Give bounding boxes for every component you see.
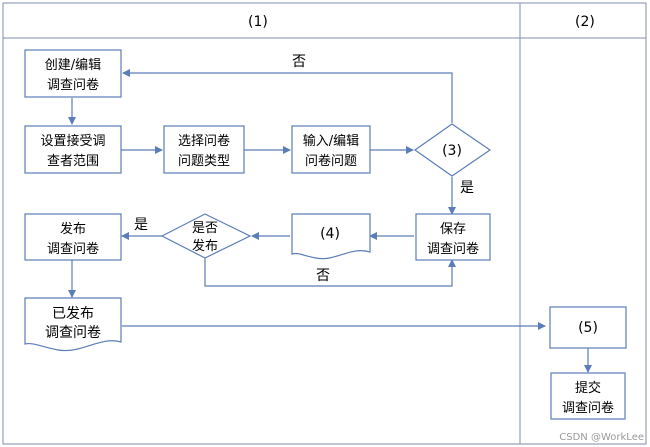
label-yes-right: 是 xyxy=(460,180,474,196)
node-save-survey: 保存 调查问卷 xyxy=(415,213,491,261)
node-select-type: 选择问卷 问题类型 xyxy=(163,125,245,174)
node-submit-survey: 提交 调查问卷 xyxy=(550,372,626,420)
decision-3-label: (3) xyxy=(442,143,462,159)
published-line2: 调查问卷 xyxy=(45,325,101,341)
node-scope-line1: 设置接受调 xyxy=(40,133,105,149)
edge-publish-decision-no-to-save xyxy=(204,258,456,287)
document-4: (4) xyxy=(291,213,371,260)
decision-publish: 是否 发布 xyxy=(160,213,252,259)
step-5-label: (5) xyxy=(578,320,598,336)
node-submit-line2: 调查问卷 xyxy=(562,400,614,416)
node-publish-line2: 调查问卷 xyxy=(47,241,99,257)
lane-title-left: (1) xyxy=(248,14,268,30)
node-set-scope: 设置接受调 查者范围 xyxy=(24,125,122,174)
node-submit-line1: 提交 xyxy=(575,380,601,396)
decision-3: (3) xyxy=(413,123,492,177)
node-scope-line2: 查者范围 xyxy=(47,154,99,169)
document-4-label: (4) xyxy=(320,226,340,242)
label-yes-left: 是 xyxy=(134,217,148,233)
node-edit-line1: 输入/编辑 xyxy=(303,133,359,149)
node-edit-questions: 输入/编辑 问卷问题 xyxy=(291,125,371,174)
node-edit-line2: 问卷问题 xyxy=(305,153,357,169)
edge-decision3-no-to-create xyxy=(122,69,453,123)
decision-publish-line2: 发布 xyxy=(192,238,218,254)
label-no-bottom: 否 xyxy=(316,268,330,284)
watermark: CSDN @WorkLee xyxy=(559,432,644,443)
node-create-line1: 创建/编辑 xyxy=(45,58,101,73)
node-publish-line1: 发布 xyxy=(60,221,86,237)
node-type-line1: 选择问卷 xyxy=(178,133,230,149)
node-save-line2: 调查问卷 xyxy=(427,241,479,257)
decision-publish-line1: 是否 xyxy=(192,221,218,236)
node-type-line2: 问题类型 xyxy=(178,154,230,169)
published-line1: 已发布 xyxy=(52,306,94,322)
document-published: 已发布 调查问卷 xyxy=(24,297,122,352)
node-save-line1: 保存 xyxy=(440,222,466,237)
node-step-5: (5) xyxy=(549,306,627,349)
node-create-line2: 调查问卷 xyxy=(47,77,99,93)
node-create-survey: 创建/编辑 调查问卷 xyxy=(24,49,122,98)
label-no-top: 否 xyxy=(292,54,306,70)
lane-title-right: (2) xyxy=(575,14,595,30)
node-publish-survey: 发布 调查问卷 xyxy=(24,213,122,261)
